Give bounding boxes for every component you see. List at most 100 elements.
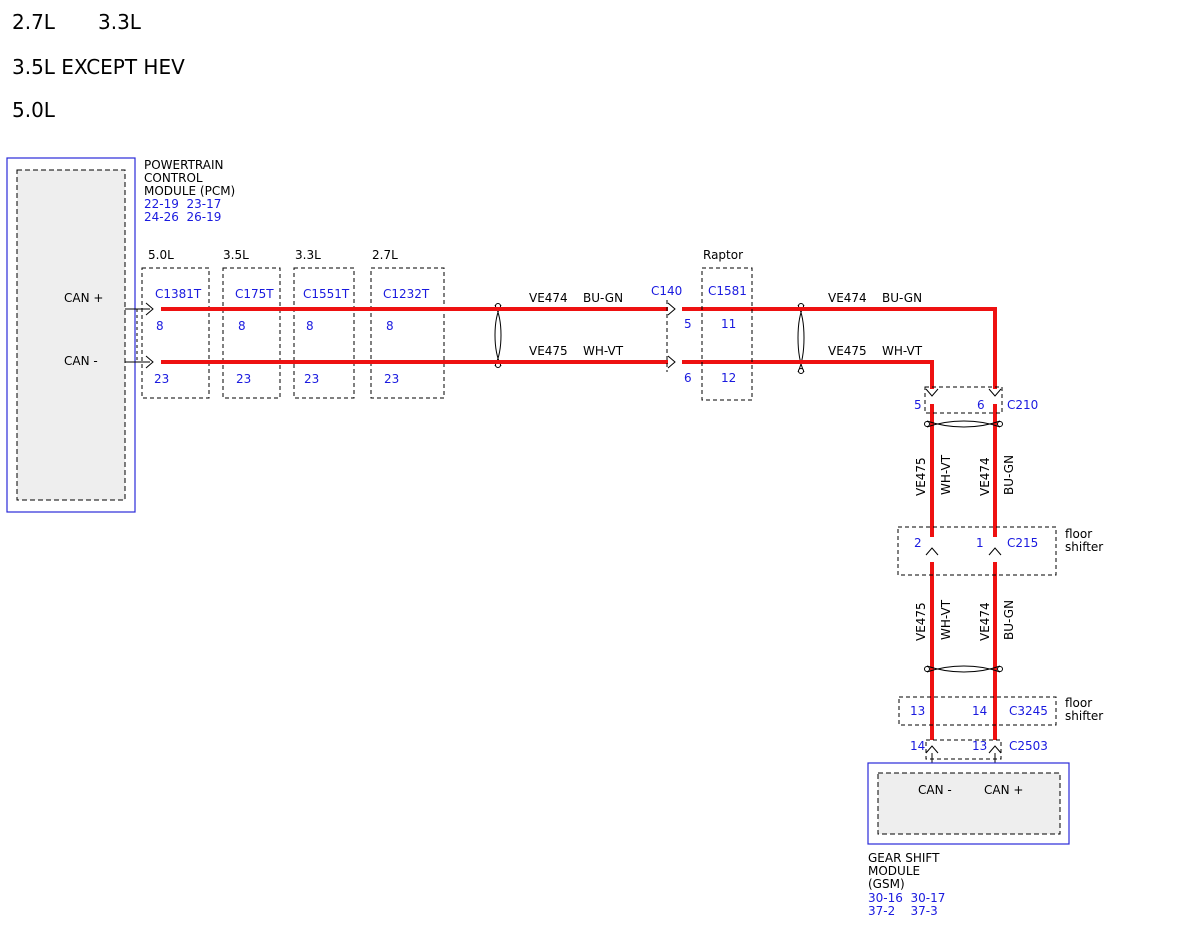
connector-c175t-pin-minus: 23 [236,372,251,386]
twist-marker-3-a [926,420,1001,428]
wire-ve475-color-2: WH-VT [882,344,923,358]
connector-c210-box [924,386,1003,414]
gsm-can-plus-label: CAN + [984,783,1023,797]
pcm-title-line-1: POWERTRAIN [144,158,224,172]
pcm-title-line-2: CONTROL [144,171,203,185]
connector-c175t-name: C175T [235,287,274,301]
connector-c215-box [897,526,1057,576]
wire-ve474-circuit-2: VE474 [828,291,867,305]
twist-marker-1 [494,303,502,368]
connector-c215-arrow-minus [925,547,939,556]
connector-c1551t-variant: 3.3L [295,248,321,262]
connector-c1232t-pin-plus: 8 [386,319,394,333]
connector-c215: 2 1 C215 [897,526,1057,576]
connector-c2503-arrow-plus [988,745,1002,754]
wire-ve475-circuit-1: VE475 [529,344,568,358]
connector-c175t-variant: 3.5L [223,248,249,262]
connector-c210-arrow-plus [988,388,1002,397]
connector-c1381t-pin-plus: 8 [156,319,164,333]
connector-c3245-pin-plus: 14 [972,704,987,718]
connector-c1232t-box [370,267,445,399]
connector-c2503-arrow-minus [925,745,939,754]
wire-ve475-color-4: WH-VT [939,599,953,640]
connector-c1232t: 2.7L C1232T 8 23 [370,248,445,399]
connector-c175t: 3.5L C175T 8 23 [222,248,281,399]
connector-c175t-pin-plus: 8 [238,319,246,333]
connector-c1581-name: C1581 [708,284,747,298]
connector-c3245-pin-minus: 13 [910,704,925,718]
gsm-can-minus-label: CAN - [918,783,952,797]
pcm-ref-line-2: 24-26 26-19 [144,210,221,224]
connector-c2503-pin-minus: 14 [910,739,925,753]
connector-c1232t-name: C1232T [383,287,430,301]
connector-c215-pin-plus: 1 [976,536,984,550]
gsm-title-line-2: MODULE [868,864,920,878]
connector-c210-pin-plus: 6 [977,398,985,412]
connector-c210-pin-minus: 5 [914,398,922,412]
wire-ve474-color-1: BU-GN [583,291,623,305]
pcm-can-minus-label: CAN - [64,354,98,368]
connector-c215-arrow-plus [988,547,1002,556]
connector-c140-pin-plus: 5 [684,317,692,331]
connector-c140-pin-minus: 6 [684,371,692,385]
connector-c1581-variant: Raptor [703,248,743,262]
connector-c215-name: C215 [1007,536,1038,550]
twist-marker-4-right [997,666,1003,672]
twist-marker-3-right [997,421,1003,427]
wire-ve475-color-1: WH-VT [583,344,624,358]
engine-label-3-5-except-hev: 3.5L EXCEPT HEV [12,55,185,79]
wire-ve475-circuit-4: VE475 [914,602,928,641]
pcm-module: CAN + CAN - [6,157,136,513]
wire-ve475-segment-2 [682,360,934,389]
twist-marker-4 [924,665,1003,673]
connector-c2503-name: C2503 [1009,739,1048,753]
pcm-can-minus-arrow [145,355,154,369]
connector-c1381t-pin-minus: 23 [154,372,169,386]
connector-c2503-pin-plus: 13 [972,739,987,753]
engine-label-3-3: 3.3L [98,10,142,34]
connector-c3245-note-line-1: floor [1065,696,1092,710]
connector-c1381t: 5.0L C1381T 8 23 [141,248,210,399]
twist-marker-4-a [926,665,1001,673]
pcm-inner-box [16,169,126,501]
connector-c1381t-box [141,267,210,399]
connector-c1581-box [701,267,753,401]
gsm-ref-line-2: 37-2 37-3 [868,904,938,918]
connector-c3245: 13 14 C3245 [898,696,1057,726]
connector-c215-note-line-1: floor [1065,527,1092,541]
connector-c2503: 14 13 C2503 [910,739,1048,760]
connector-c140-arrow-plus [667,302,676,316]
pcm-can-plus-arrow [145,302,154,316]
wire-ve474-color-4: BU-GN [1002,600,1016,640]
pcm-can-plus-label: CAN + [64,291,103,305]
wire-ve474-circuit-1: VE474 [529,291,568,305]
twist-marker-4-left [924,666,930,672]
pcm-ref-line-1: 22-19 23-17 [144,197,221,211]
connector-c210: 5 6 C210 [914,386,1038,414]
connector-c1551t-pin-plus: 8 [306,319,314,333]
connector-c1381t-variant: 5.0L [148,248,174,262]
connector-c140-arrow-minus [667,355,676,369]
twist-marker-2-bottom [798,368,804,374]
connector-c210-name: C210 [1007,398,1038,412]
connector-c1581-pin-plus: 11 [721,317,736,331]
connector-c140-name: C140 [651,284,682,298]
twist-marker-1-b [494,304,502,367]
gsm-title-line-3: (GSM) [868,877,905,891]
connector-c3245-name: C3245 [1009,704,1048,718]
gsm-ref-line-1: 30-16 30-17 [868,891,945,905]
connector-c1551t-pin-minus: 23 [304,372,319,386]
twist-marker-3 [924,420,1003,428]
connector-c1232t-pin-minus: 23 [384,372,399,386]
connector-c2503-box [925,739,1002,760]
connector-c1551t: 3.3L C1551T 8 23 [293,248,355,399]
connector-c1232t-variant: 2.7L [372,248,398,262]
connector-c175t-box [222,267,281,399]
wire-ve474-circuit-4: VE474 [978,602,992,641]
twist-marker-3-left [924,421,930,427]
connector-c215-pin-minus: 2 [914,536,922,550]
twist-marker-3-b [926,420,1001,428]
connector-c1551t-name: C1551T [303,287,350,301]
wire-ve475-color-3: WH-VT [939,454,953,495]
